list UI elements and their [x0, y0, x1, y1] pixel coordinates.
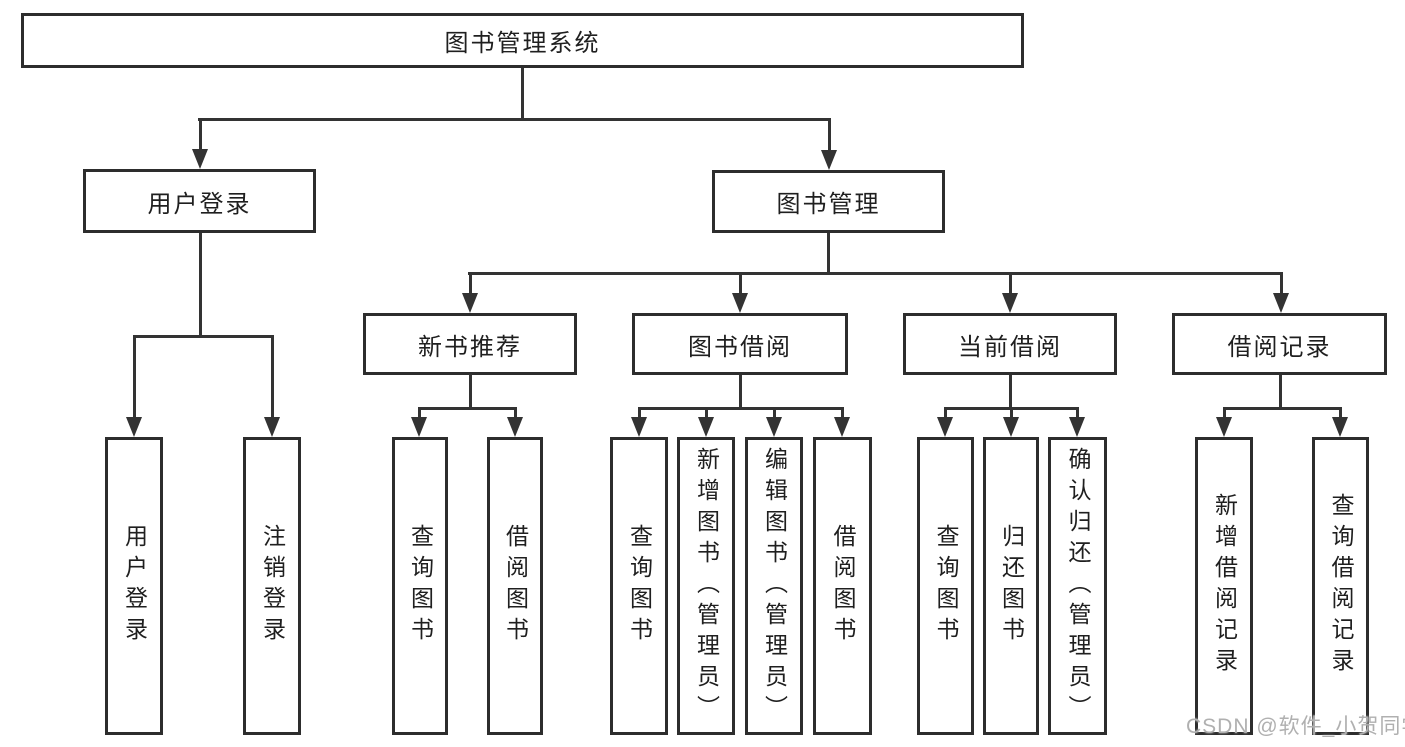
leaf-label: 新增图书（管理员）	[693, 446, 720, 726]
connector-drop-leaf-logout	[271, 335, 274, 419]
arrowhead-br-query	[1332, 417, 1348, 437]
leaf-confirm-return-admin: 确认归还（管理员）	[1048, 437, 1107, 735]
arrowhead-book-management	[821, 150, 837, 170]
connector-drop-bb-borrow	[841, 407, 844, 419]
node-user-login: 用户登录	[83, 169, 316, 233]
leaf-label: 借阅图书	[502, 524, 529, 648]
connector-ul-stem	[199, 233, 202, 337]
connector-drop-recommend	[469, 272, 472, 295]
leaf-query-borrow-record: 查询借阅记录	[1312, 437, 1369, 735]
connector-root-stem	[521, 68, 524, 120]
connector-drop-current-borrow	[1009, 272, 1012, 295]
connector-cb-stem	[1009, 375, 1012, 409]
connector-drop-bb-add	[705, 407, 708, 419]
leaf-label: 查询借阅记录	[1328, 493, 1354, 679]
leaf-label: 新增借阅记录	[1211, 493, 1238, 679]
connector-br-stem	[1279, 375, 1282, 409]
connector-ul-rail	[133, 335, 273, 338]
arrowhead-br-add	[1216, 417, 1232, 437]
leaf-label: 编辑图书（管理员）	[761, 446, 788, 726]
leaf-label: 确认归还（管理员）	[1065, 446, 1091, 726]
connector-drop-book-management	[828, 118, 831, 151]
arrowhead-bb-borrow	[834, 417, 850, 437]
connector-drop-cb-confirm	[1076, 407, 1079, 419]
csdn-watermark: CSDN @软件_小贺同学	[1186, 715, 1405, 738]
leaf-query-books-recommend: 查询图书	[392, 437, 448, 735]
connector-drop-nb-borrow	[514, 407, 517, 419]
leaf-query-books-borrow: 查询图书	[610, 437, 668, 735]
leaf-add-borrow-record: 新增借阅记录	[1195, 437, 1253, 735]
arrowhead-cb-return	[1003, 417, 1019, 437]
arrowhead-user-login	[192, 149, 208, 169]
leaf-borrow-books-2: 借阅图书	[813, 437, 872, 735]
leaf-label: 查询图书	[626, 524, 653, 648]
node-label: 借阅记录	[1227, 333, 1332, 361]
connector-drop-leaf-login	[133, 335, 136, 419]
leaf-edit-book-admin: 编辑图书（管理员）	[745, 437, 803, 735]
arrowhead-cb-query	[937, 417, 953, 437]
arrowhead-leaf-login	[126, 417, 142, 437]
arrowhead-recommend	[462, 293, 478, 313]
connector-bm-stem	[827, 233, 830, 274]
connector-drop-borrow-records	[1280, 272, 1283, 295]
leaf-label: 用户登录	[121, 524, 148, 648]
node-library-management-system: 图书管理系统	[21, 13, 1024, 68]
node-label: 新书推荐	[418, 333, 522, 361]
node-label: 图书管理系统	[444, 30, 601, 57]
arrowhead-bb-query	[631, 417, 647, 437]
arrowhead-borrow-records	[1273, 293, 1289, 313]
arrowhead-current-borrow	[1002, 293, 1018, 313]
connector-drop-book-borrow	[739, 272, 742, 295]
node-borrow-records: 借阅记录	[1172, 313, 1387, 375]
connector-nb-stem	[469, 374, 472, 409]
leaf-query-books-current: 查询图书	[917, 437, 974, 735]
node-label: 用户登录	[147, 190, 252, 218]
connector-bm-rail	[468, 272, 1282, 275]
arrowhead-leaf-logout	[264, 417, 280, 437]
leaf-label: 查询图书	[407, 524, 434, 648]
node-new-book-recommend: 新书推荐	[363, 313, 577, 375]
connector-drop-bb-edit	[773, 407, 776, 419]
connector-root-rail	[198, 118, 831, 121]
connector-drop-cb-return	[1010, 407, 1013, 419]
node-label: 当前借阅	[958, 333, 1062, 361]
connector-bb-stem	[739, 375, 742, 409]
arrowhead-nb-borrow	[507, 417, 523, 437]
node-current-borrow: 当前借阅	[903, 313, 1117, 375]
arrowhead-book-borrow	[732, 293, 748, 313]
leaf-logout: 注销登录	[243, 437, 301, 735]
arrowhead-cb-confirm	[1069, 417, 1085, 437]
leaf-return-book: 归还图书	[983, 437, 1039, 735]
arrowhead-bb-edit	[766, 417, 782, 437]
leaf-label: 借阅图书	[830, 524, 856, 648]
leaf-label: 查询图书	[933, 524, 959, 648]
node-label: 图书管理	[776, 191, 881, 218]
connector-drop-nb-query	[418, 407, 421, 419]
leaf-add-book-admin: 新增图书（管理员）	[677, 437, 735, 735]
connector-drop-cb-query	[944, 407, 947, 419]
connector-nb-rail	[418, 407, 516, 410]
connector-drop-br-query	[1339, 407, 1342, 419]
leaf-user-login: 用户登录	[105, 437, 163, 735]
connector-br-rail	[1223, 407, 1341, 410]
arrowhead-bb-add	[698, 417, 714, 437]
leaf-borrow-books-recommend: 借阅图书	[487, 437, 543, 735]
leaf-label: 归还图书	[998, 524, 1025, 648]
node-book-management: 图书管理	[712, 170, 945, 233]
connector-drop-user-login	[199, 118, 202, 151]
node-label: 图书借阅	[688, 333, 792, 361]
leaf-label: 注销登录	[259, 524, 286, 648]
connector-drop-br-add	[1223, 407, 1226, 419]
node-book-borrow: 图书借阅	[632, 313, 848, 375]
arrowhead-nb-query	[411, 417, 427, 437]
connector-drop-bb-query	[638, 407, 641, 419]
connector-bb-rail	[638, 407, 843, 410]
